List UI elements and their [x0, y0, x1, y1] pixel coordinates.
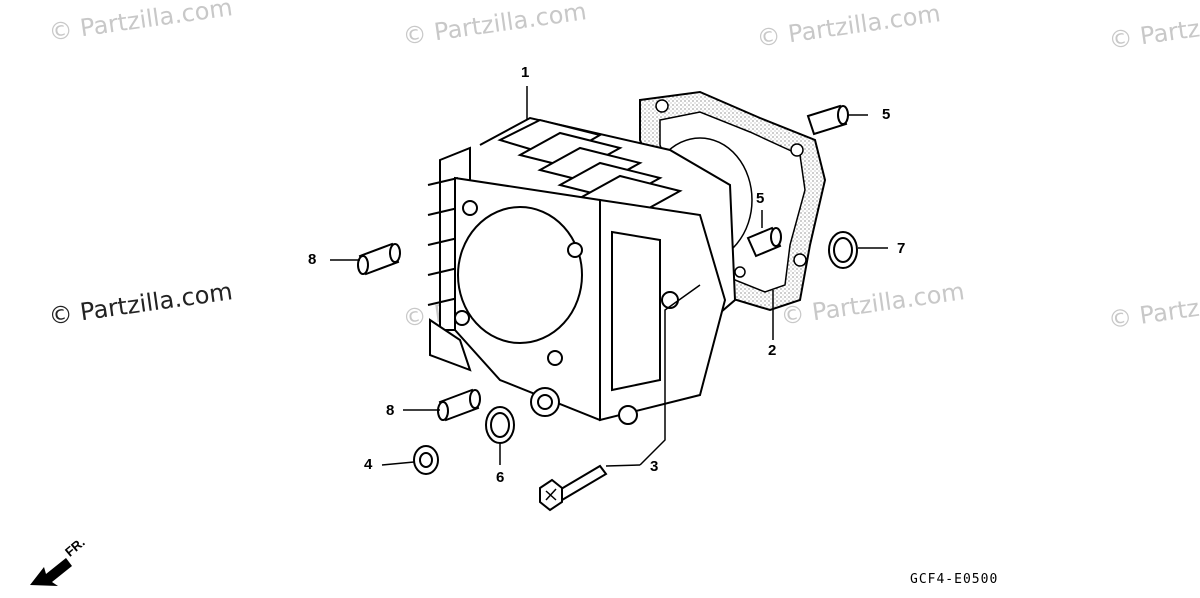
cylinder [427, 116, 737, 425]
dowel-pin [357, 242, 401, 276]
callout-6: 6 [496, 469, 505, 486]
washer [413, 445, 439, 475]
callout-3: 3 [650, 458, 659, 475]
callout-1: 1 [521, 64, 530, 81]
dowel-pin [746, 226, 782, 258]
callout-5: 5 [756, 190, 765, 207]
callout-5: 5 [882, 106, 891, 123]
callout-4: 4 [364, 456, 373, 473]
callout-8: 8 [386, 402, 395, 419]
callout-2: 2 [768, 342, 777, 359]
diagram-code: GCF4-E0500 [910, 572, 999, 587]
callout-7: 7 [897, 240, 906, 257]
dowel-pin [806, 104, 849, 136]
o-ring [828, 231, 858, 269]
o-ring [485, 406, 515, 444]
bolt [539, 464, 608, 512]
callout-8: 8 [308, 251, 317, 268]
front-direction-arrow [30, 558, 72, 586]
dowel-pin [437, 388, 481, 422]
leader-lines [330, 86, 888, 467]
